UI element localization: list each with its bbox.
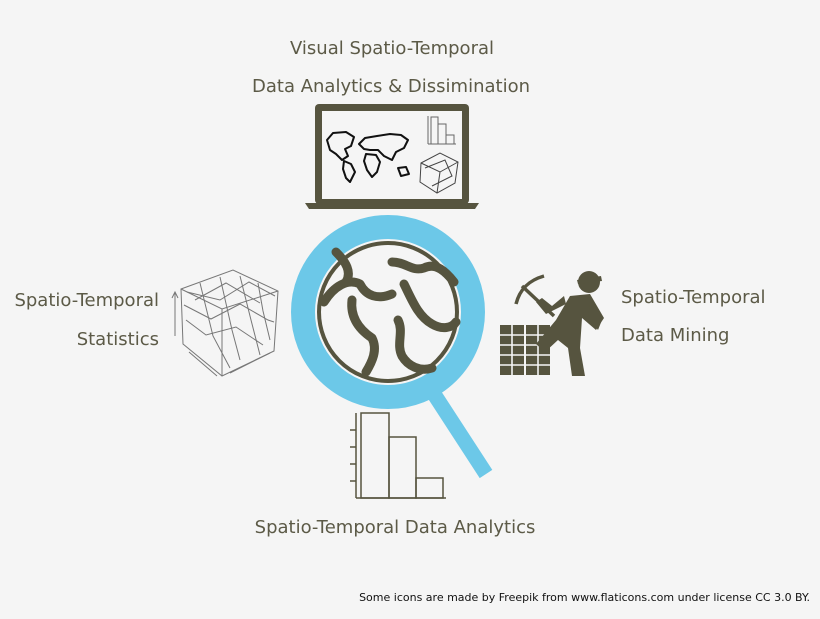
data-mining-label-line2: Data Mining [621, 325, 730, 346]
data-mining-label-line1: Spatio-Temporal [621, 287, 766, 308]
surface-cube-icon [171, 269, 279, 377]
magnifier-globe-icon [291, 215, 493, 479]
statistics-label-line1: Spatio-Temporal [14, 290, 159, 311]
miner-icon [500, 271, 604, 376]
data-analytics-label: Spatio-Temporal Data Analytics [254, 517, 536, 538]
icon-credit-note: Some icons are made by Freepik from www.… [359, 591, 810, 604]
histogram-icon [350, 412, 446, 499]
statistics-label-line2: Statistics [76, 329, 159, 350]
visual-analytics-title-line2: Data Analytics & Dissimination [252, 76, 530, 97]
mini-cube-icon [419, 152, 459, 194]
mini-histogram-icon [427, 116, 456, 145]
visual-analytics-title-line1: Visual Spatio-Temporal [289, 38, 495, 59]
laptop-icon [305, 104, 479, 209]
world-map-icon [326, 131, 410, 183]
